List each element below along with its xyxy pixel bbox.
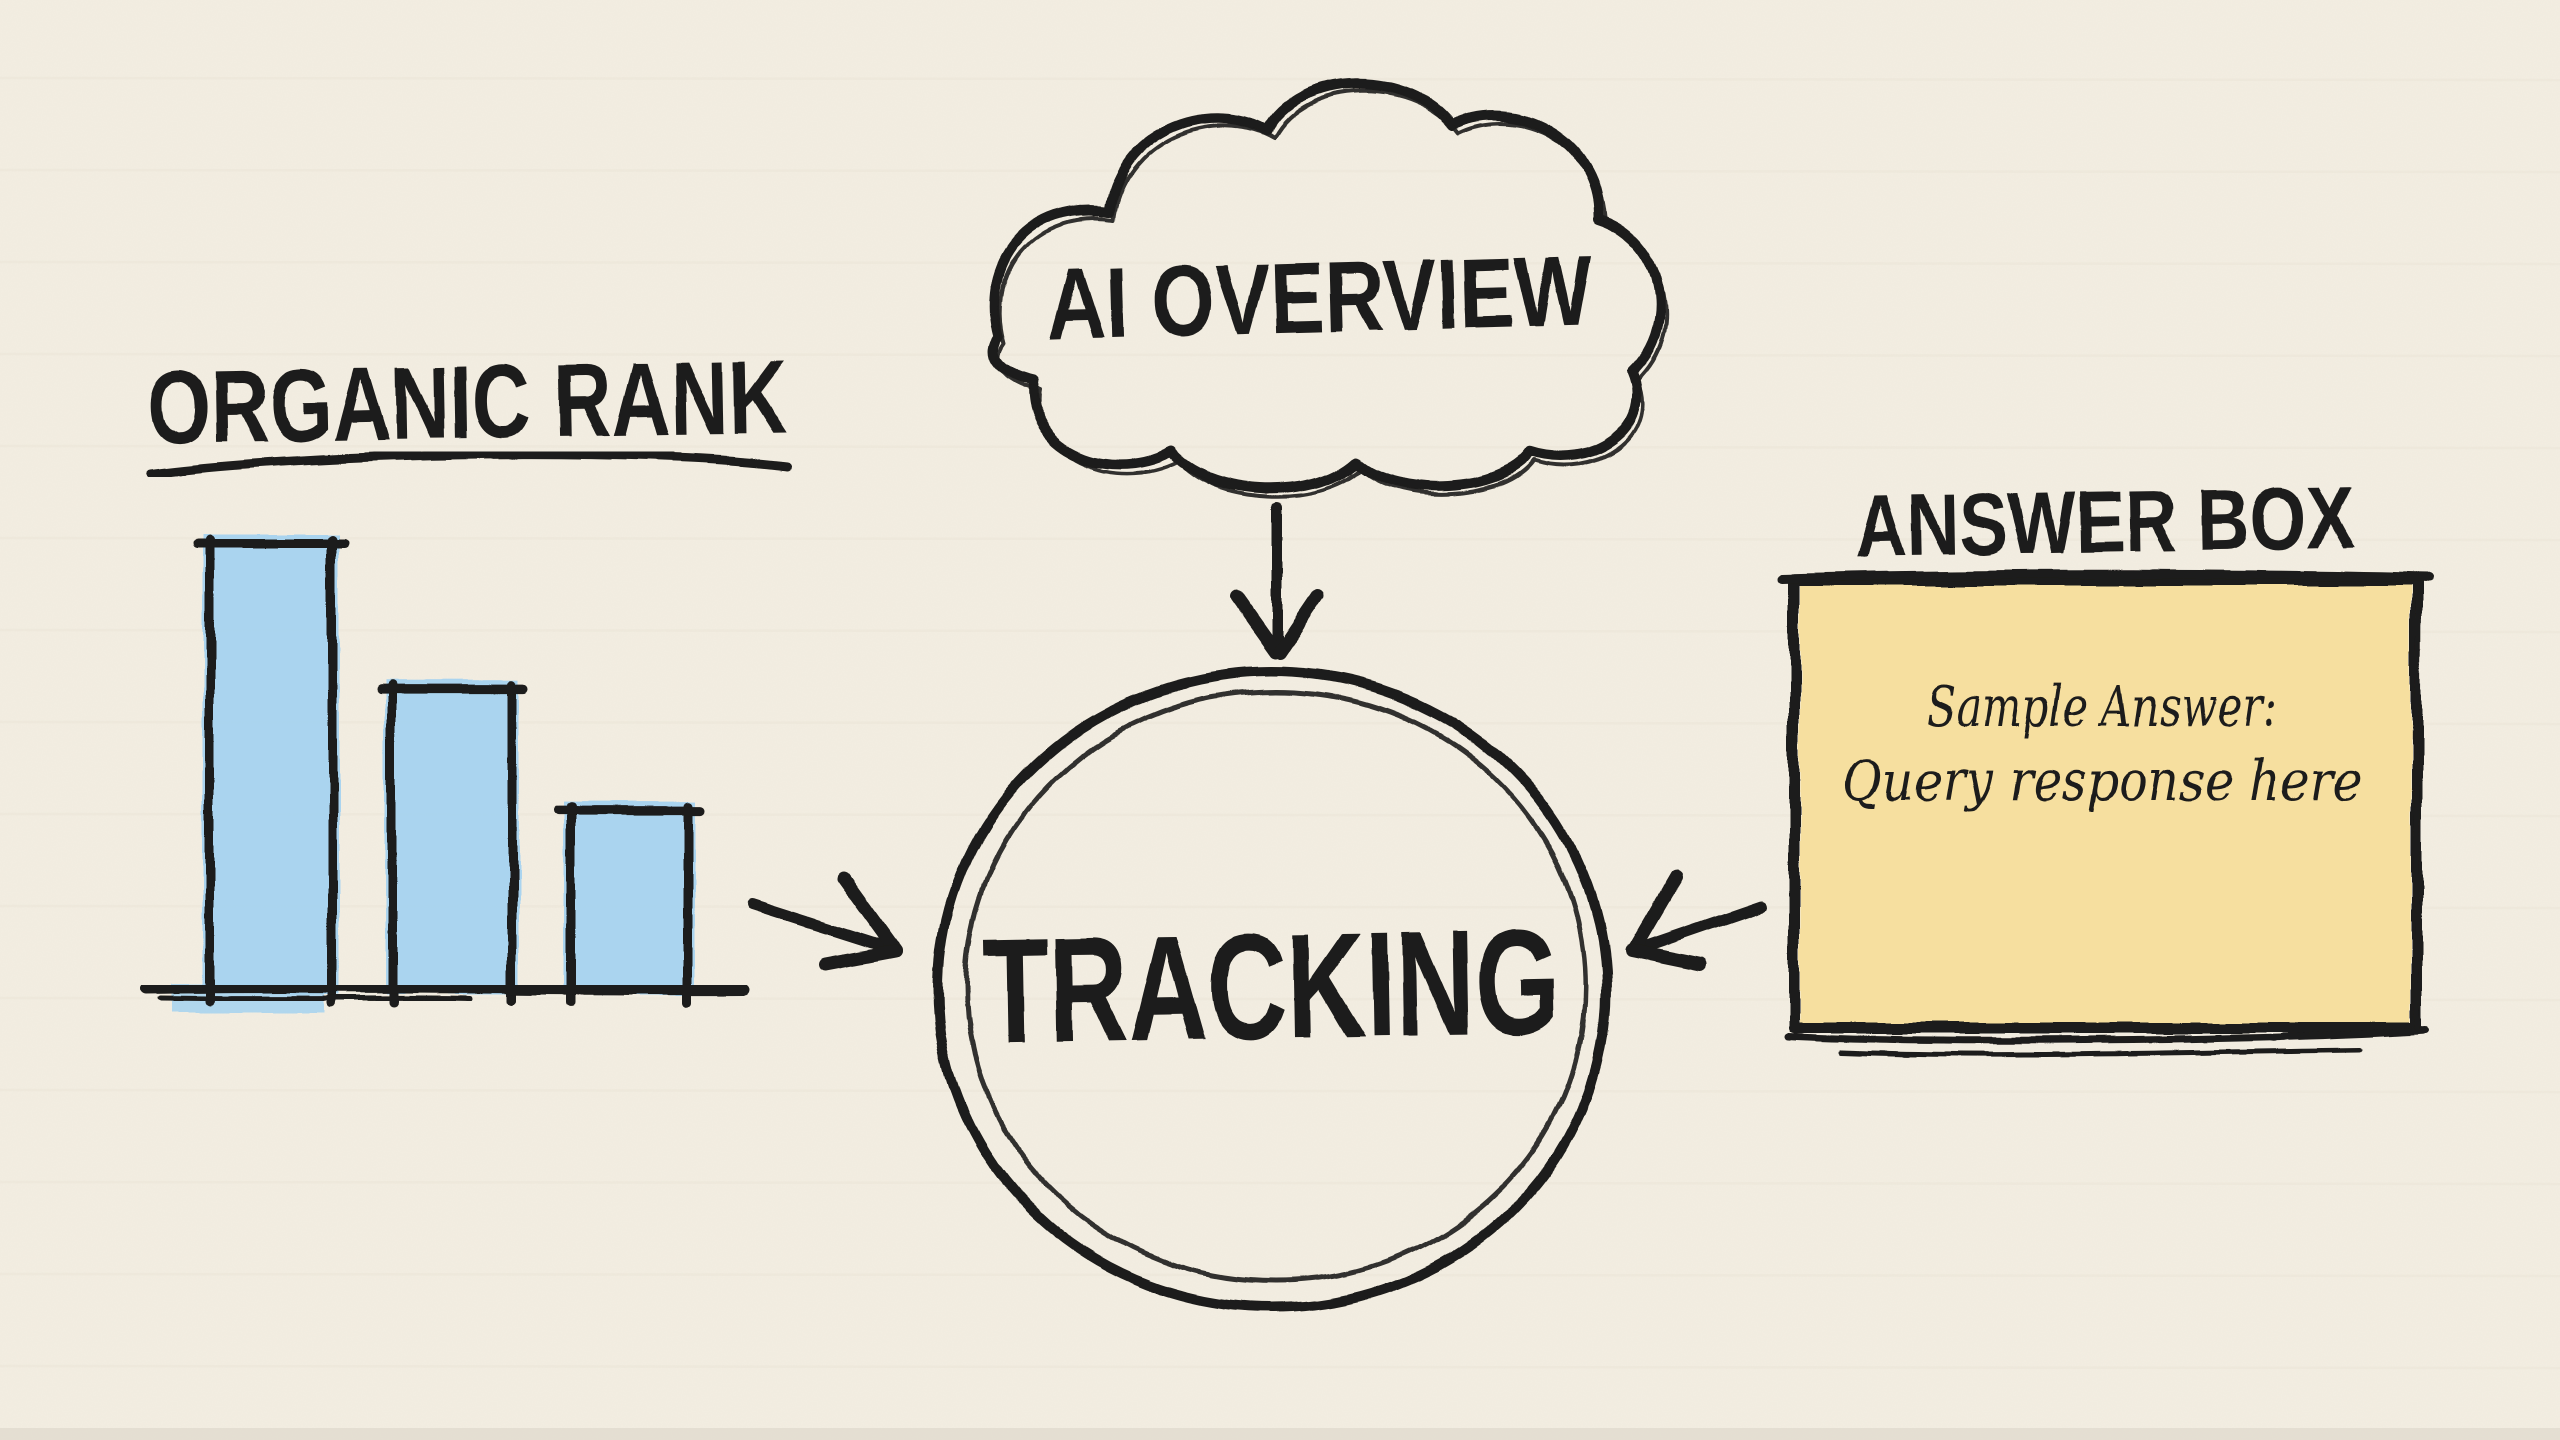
ruled-line (0, 1364, 2560, 1370)
ruled-line (0, 1180, 2560, 1186)
tracking-label: TRACKING (981, 897, 1562, 1075)
answer-box-fill (1800, 584, 2410, 1024)
bar-fill (203, 533, 339, 994)
arrow-barb-lower (1625, 943, 1707, 971)
arrow-barb-upper (836, 871, 902, 957)
answer-box-bottom-scribble-2 (1837, 1047, 2363, 1058)
ruled-line (0, 1272, 2560, 1278)
ai-overview-cloud-overdraw (996, 89, 1669, 499)
arrow-shaft (746, 898, 896, 954)
arrow-cloud-to-tracking (1229, 502, 1325, 659)
tracking-circle-inner (963, 688, 1589, 1284)
chart-baseline-overdraw (157, 995, 473, 1002)
answer-box-top-overdraw (1777, 569, 2433, 583)
organic-rank-heading: ORGANIC RANK (146, 339, 788, 466)
chart-baseline (140, 981, 750, 996)
answer-box-sample-line2: Query response here (1842, 749, 2362, 814)
arrow-barb-right (1273, 589, 1325, 659)
tracking-circle-outer (933, 667, 1611, 1313)
ai-overview-label: AI OVERVIEW (1045, 235, 1593, 361)
answer-box-bottom-scribble-1 (1784, 1026, 2428, 1044)
ai-overview-cloud (987, 78, 1666, 494)
organic-rank-title: ORGANIC RANK (146, 339, 788, 466)
arrow-barb-lower (819, 944, 902, 971)
arrow-chart-to-tracking (746, 871, 902, 971)
answer-box-group: ANSWER BOX Sample Answer: Query response… (1777, 468, 2433, 1058)
paper-bottom-edge (0, 1428, 2560, 1440)
ruled-line (0, 444, 2560, 450)
ruled-line (0, 1088, 2560, 1094)
arrow-shaft (1640, 900, 1768, 952)
ruled-line (0, 168, 2560, 174)
organic-rank-underline-group (145, 450, 793, 479)
ruled-line (0, 260, 2560, 266)
ai-overview-cloud-group: AI OVERVIEW (987, 78, 1669, 499)
answer-box-right-overdraw (2413, 589, 2421, 1031)
ruled-line (0, 352, 2560, 358)
organic-rank-underline (145, 450, 793, 479)
arrow-barb-upper (1627, 871, 1683, 957)
organic-rank-bar-chart (193, 533, 705, 1007)
bar-fill (385, 680, 519, 994)
arrow-box-to-tracking (1625, 871, 1768, 971)
ruled-line (0, 76, 2560, 82)
chart-baseline-group (140, 981, 750, 1002)
tracking-circle-group: TRACKING (933, 667, 1611, 1313)
bar-fill (563, 800, 695, 994)
answer-box-sample-line1: Sample Answer: (1927, 675, 2277, 740)
arrow-barb-left (1229, 589, 1283, 659)
answer-box-title: ANSWER BOX (1854, 468, 2356, 576)
